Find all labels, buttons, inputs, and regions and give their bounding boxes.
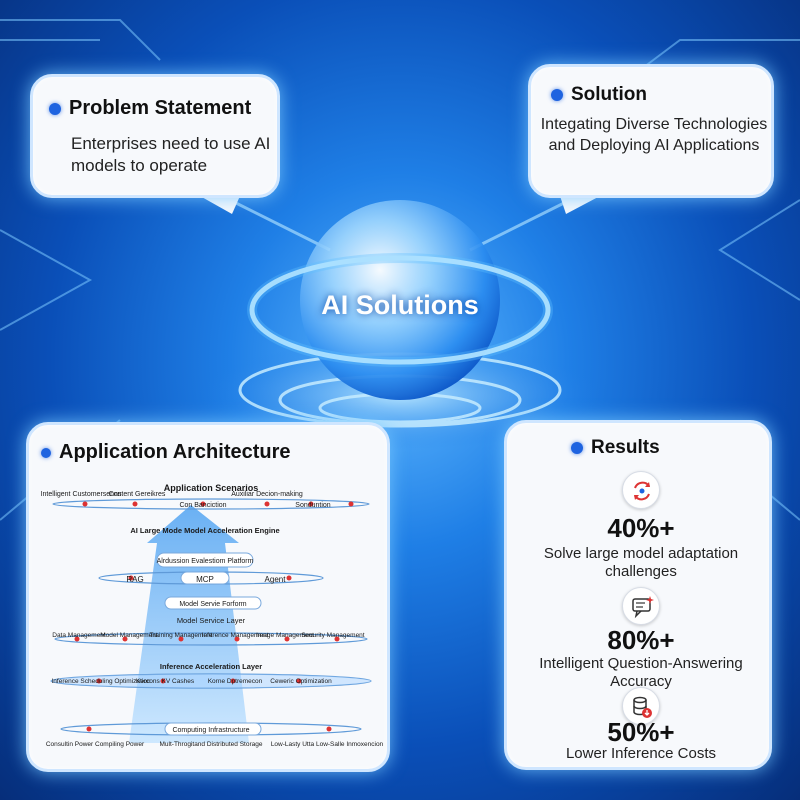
- solution-title-text: Solution: [571, 84, 647, 105]
- problem-title-text: Problem Statement: [69, 97, 252, 119]
- inference-item: Korne Dptremecon: [208, 678, 263, 685]
- bullet-dot-icon: [41, 447, 51, 458]
- scenario-item: Sonduntion: [295, 502, 331, 509]
- management-item: Image Management: [256, 632, 314, 639]
- management-item: Data Management: [52, 632, 106, 639]
- result-value-3: 50%+: [607, 717, 675, 747]
- management-item: Inference Management: [202, 632, 269, 639]
- problem-statement-text: Enterprises need to use AI models to ope…: [71, 134, 271, 176]
- computing-item: Consultin Power Compiling Power: [46, 741, 145, 748]
- platform-label: Alrdussion Evalestiom Platform: [157, 558, 254, 565]
- computing-item: Mult-Throgitand Distributed Storage: [160, 741, 263, 748]
- result-desc-1: Solve large model adaptation challenges: [543, 545, 739, 581]
- architecture-title: Application Architecture: [41, 441, 291, 464]
- computing-label: Computing Infrastructure: [172, 727, 249, 734]
- orb: [300, 200, 500, 400]
- solution-text: Integating Diverse Technologies and Depl…: [540, 116, 768, 154]
- management-item: Training Management: [150, 632, 213, 639]
- result-desc-3: Lower Inference Costs: [565, 745, 717, 762]
- scenario-item: Auxiliar Decion-making: [231, 491, 303, 498]
- computing-item: Low-Lasty Utta Low-Salle Inmoxencion: [271, 741, 384, 748]
- results-title: Results: [571, 437, 660, 459]
- management-item: Model Management: [100, 632, 158, 639]
- scenario-item: Con Banciction: [179, 502, 226, 509]
- inference-item: Ceweric Optimization: [270, 678, 332, 685]
- middle-item-agent: Agent: [265, 575, 287, 584]
- scenario-item: Content Gereikres: [109, 491, 166, 498]
- management-item: Security Management: [301, 632, 364, 639]
- middle-item-mcp: MCP: [196, 575, 214, 584]
- inference-layer-label: Inference Acceleration Layer: [160, 662, 262, 671]
- inference-item: Kercons KV Cashes: [136, 678, 195, 685]
- middle-item-rag: RAG: [126, 575, 143, 584]
- result-desc-2: Intelligent Question-Answering Accuracy: [539, 655, 743, 691]
- database-down-icon: [622, 687, 660, 725]
- architecture-diagram: Application Scenarios Intelligent Custom…: [41, 483, 384, 748]
- solution-title: Solution: [551, 84, 647, 106]
- refresh-cycle-icon: [622, 471, 660, 509]
- scenario-item: Intelligent Customersenns: [41, 491, 122, 498]
- problem-statement-title: Problem Statement: [49, 97, 251, 120]
- bullet-dot-icon: [49, 102, 61, 115]
- scenarios-heading: Application Scenarios: [164, 483, 259, 493]
- bullet-dot-icon: [551, 89, 563, 101]
- service-layer-label: Model Service Layer: [177, 616, 246, 625]
- results-title-text: Results: [591, 437, 660, 458]
- chat-sparkle-icon: [622, 587, 660, 625]
- solution-card: Solution Integating Diverse Technologies…: [528, 64, 774, 198]
- service-platform-label: Model Servie Forform: [179, 601, 246, 608]
- engine-label: AI Large Mode Model Acceleration Engine: [130, 526, 279, 535]
- bullet-dot-icon: [571, 442, 583, 454]
- result-value-1: 40%+: [607, 513, 675, 543]
- results-card: Results 40%+ Solve large model adaptatio…: [504, 420, 772, 770]
- ai-solutions-label: AI Solutions: [321, 290, 479, 320]
- application-architecture-card: Application Architecture: [26, 422, 390, 772]
- inference-item: Inference Scheduling Optimization: [51, 678, 150, 685]
- result-value-2: 80%+: [607, 625, 675, 655]
- architecture-title-text: Application Architecture: [59, 441, 291, 463]
- problem-statement-card: Problem Statement Enterprises need to us…: [30, 74, 280, 198]
